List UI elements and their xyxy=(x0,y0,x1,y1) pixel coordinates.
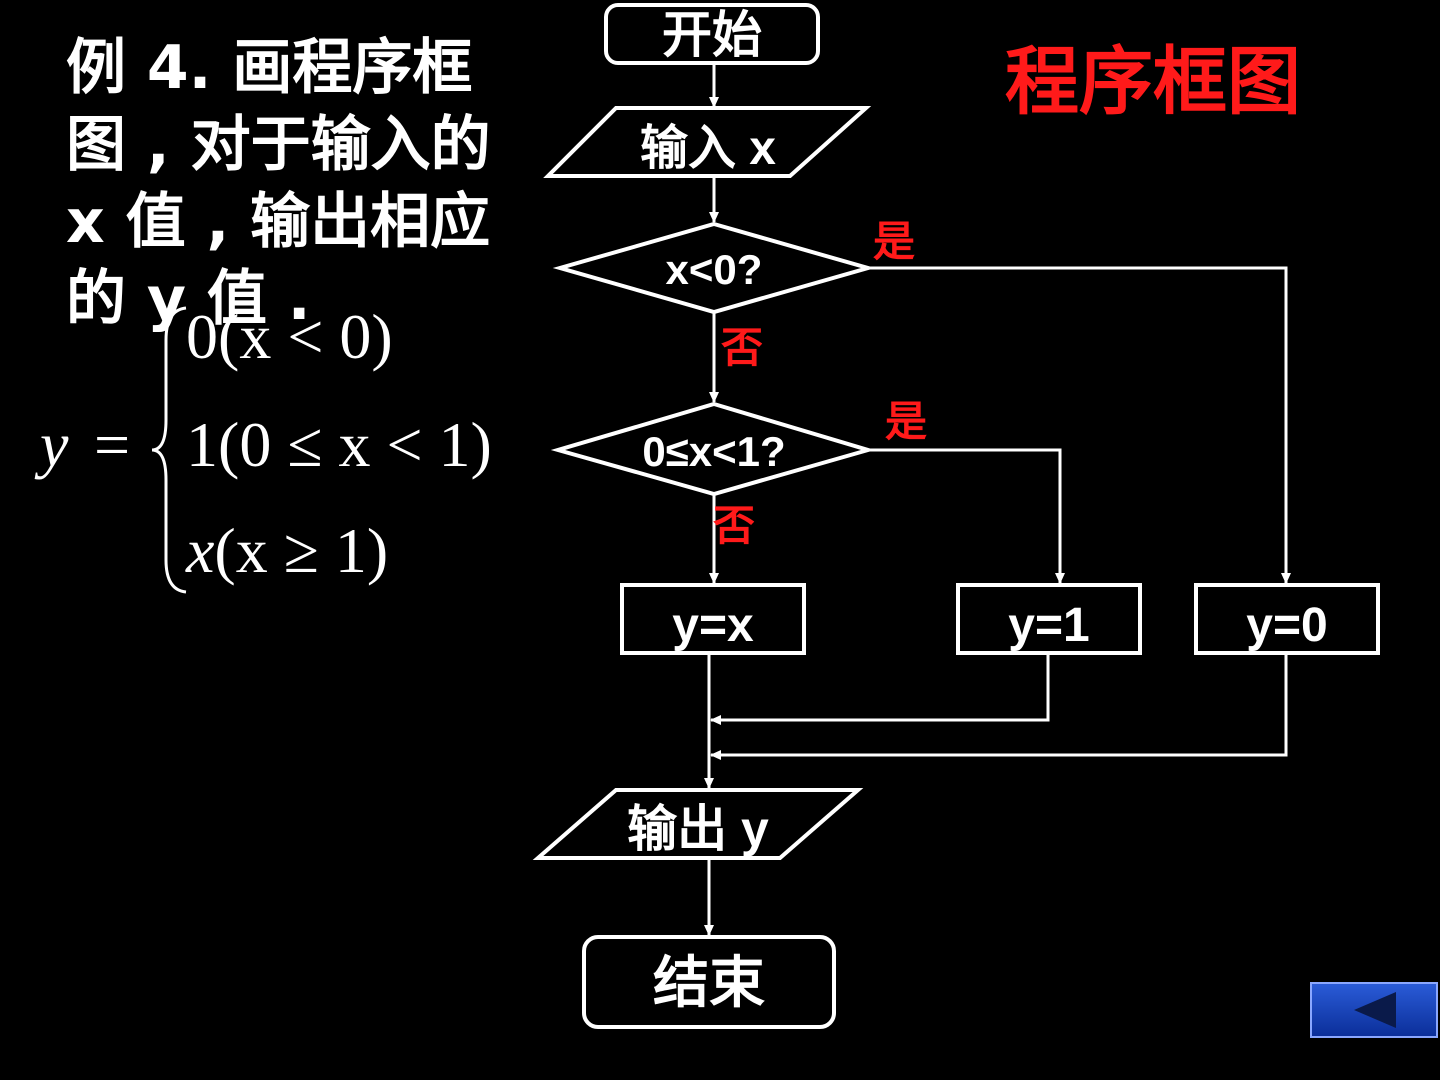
arrow-y0-merge xyxy=(710,653,1288,760)
arrow-decision1-y0 xyxy=(868,266,1291,584)
box-y0-label: y=0 xyxy=(1246,599,1327,652)
triangle-left-icon xyxy=(1354,992,1396,1028)
formula-lhs: y xyxy=(40,409,69,480)
output-label: 输出 y xyxy=(627,801,769,857)
input-label: 输入 x xyxy=(640,122,776,175)
no-label-2: 否 xyxy=(713,502,755,549)
end-terminal xyxy=(582,935,836,1029)
end-label: 结束 xyxy=(653,951,765,1014)
piecewise-formula: y = 0(x < 0) 1(0 ≤ x < 1) x(x ≥ 1) xyxy=(36,300,516,600)
yes-label-1: 是 xyxy=(873,218,915,265)
start-terminal xyxy=(604,3,820,65)
input-parallelogram xyxy=(543,106,872,178)
left-brace-icon xyxy=(151,306,187,594)
formula-case-1: 0(x < 0) xyxy=(186,300,393,374)
case-1-condition: (x < 0) xyxy=(218,301,393,372)
arrow-y1-merge xyxy=(710,653,1050,725)
problem-line-2: 图 , 对于输入的 xyxy=(66,110,491,180)
box-yx-label: y=x xyxy=(672,599,754,652)
box-y-equals-x xyxy=(620,583,806,655)
output-parallelogram xyxy=(532,788,864,860)
formula-case-3: x(x ≥ 1) xyxy=(186,514,388,588)
formula-equals: = xyxy=(94,409,131,480)
back-button[interactable] xyxy=(1310,982,1438,1038)
yes-label-2: 是 xyxy=(885,398,927,445)
decision-1-label: x<0? xyxy=(666,246,763,293)
arrow-decision2-y1 xyxy=(868,448,1065,584)
start-label: 开始 xyxy=(662,7,762,63)
problem-line-3: x 值 , 输出相应 xyxy=(66,187,491,257)
decision-2-label: 0≤x<1? xyxy=(642,428,785,475)
box-y1-label: y=1 xyxy=(1008,599,1089,652)
case-3-value: x xyxy=(186,515,215,586)
case-3-condition: (x ≥ 1) xyxy=(214,515,389,586)
problem-line-1: 例 4. 画程序框 xyxy=(66,33,473,103)
no-label-1: 否 xyxy=(721,324,763,371)
slide-title: 程序框图 xyxy=(1005,39,1301,125)
case-2-condition: (0 ≤ x < 1) xyxy=(218,409,492,480)
case-1-value: 0 xyxy=(186,301,218,372)
formula-case-2: 1(0 ≤ x < 1) xyxy=(186,408,492,482)
problem-line-4: 的 y 值 . xyxy=(66,264,311,334)
problem-statement: 例 4. 画程序框 图 , 对于输入的 x 值 , 输出相应 的 y 值 . xyxy=(66,30,506,338)
case-2-value: 1 xyxy=(186,409,218,480)
